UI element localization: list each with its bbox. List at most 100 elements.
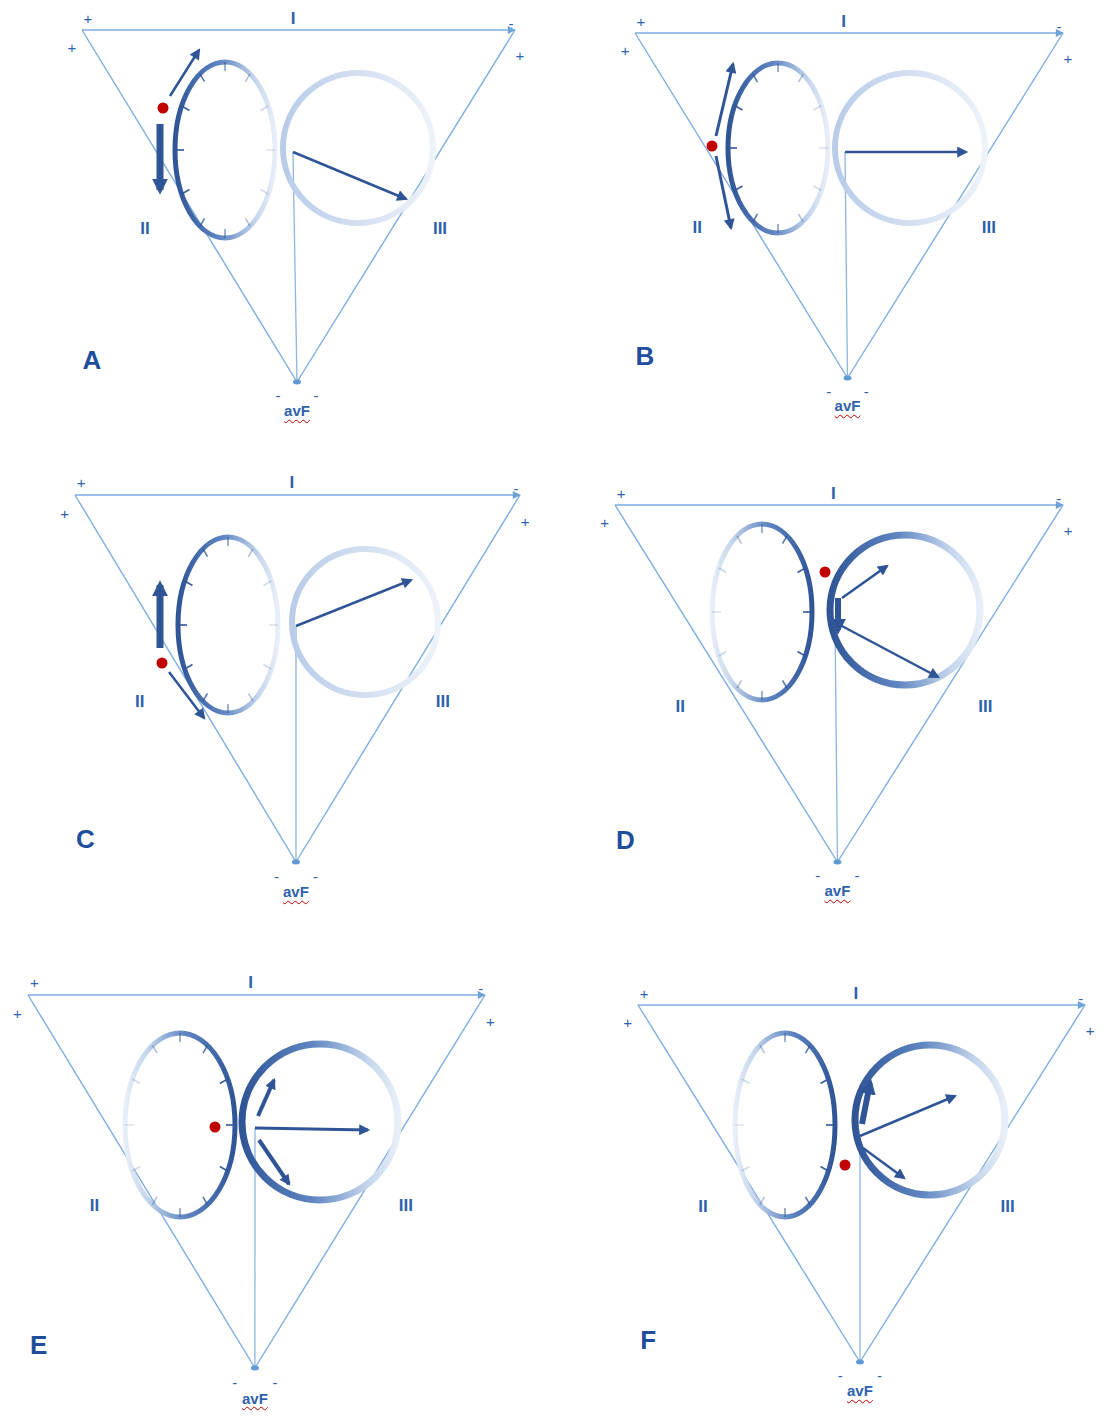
clock-tick (246, 218, 251, 226)
einthoven-triangle (82, 30, 515, 382)
panel-letter: E (30, 1332, 47, 1358)
clock-tick (712, 611, 721, 613)
plus-sign: + (516, 48, 525, 63)
lead-label: III (978, 697, 992, 714)
clock-tick (803, 611, 812, 613)
plus-sign: + (13, 1006, 22, 1021)
plus-sign: + (623, 1015, 632, 1030)
vertex-dot (856, 1360, 864, 1365)
lead-label: avF (242, 1390, 268, 1405)
vector-arrow (296, 580, 411, 626)
lead-label: avF (284, 403, 310, 418)
vertex-dot (844, 376, 852, 381)
vertex-dot (293, 380, 301, 385)
plus-sign: + (84, 11, 93, 26)
clock-tick (185, 581, 193, 586)
minus-sign: - (272, 1374, 277, 1389)
clock-tick (777, 224, 779, 233)
panel-drawing (638, 1005, 1085, 1365)
vertex-dot (833, 860, 841, 865)
lead-label: III (399, 1196, 413, 1213)
vector-circle (830, 535, 980, 685)
red-dot (707, 141, 718, 152)
plus-sign: + (621, 42, 630, 57)
vector-arrow (259, 1140, 289, 1184)
clock-tick (761, 691, 763, 700)
einthoven-triangle (75, 495, 520, 862)
einthoven-triangle (638, 1005, 1085, 1362)
clock-tick (185, 665, 193, 670)
minus-sign: - (826, 383, 831, 398)
plus-sign: + (60, 505, 69, 520)
panel-drawing (615, 505, 1063, 865)
vector-arrow (157, 124, 164, 190)
clock-tick (227, 704, 229, 713)
minus-sign: - (1057, 19, 1062, 34)
clock-tick (249, 549, 254, 557)
panel-letter: D (616, 827, 635, 853)
panel-letter: B (635, 343, 654, 369)
clock-tick (220, 1079, 228, 1084)
clock-tick (249, 693, 254, 701)
clock-ellipse (178, 537, 278, 713)
panel-letter: C (76, 826, 95, 852)
minus-sign: - (232, 1374, 237, 1389)
lead-label: III (982, 219, 996, 236)
clock-ellipse (735, 1033, 835, 1217)
red-dot (157, 658, 168, 669)
clock-tick (799, 214, 804, 222)
red-dot (210, 1122, 221, 1133)
clock-ellipse (125, 1033, 235, 1217)
clock-tick (735, 1124, 744, 1126)
clock-tick (203, 693, 208, 701)
clock-tick (735, 106, 743, 111)
clock-tick (798, 652, 806, 657)
clock-tick (728, 147, 737, 149)
red-dot (158, 103, 169, 114)
plus-sign: + (637, 14, 646, 29)
clock-tick (799, 74, 804, 82)
vector-circle (283, 73, 433, 223)
clock-tick (153, 1197, 158, 1205)
clock-tick (784, 1208, 786, 1217)
clock-tick (220, 1167, 228, 1172)
clock-tick (719, 652, 727, 657)
plus-sign: + (68, 40, 77, 55)
clock-tick (753, 214, 758, 222)
clock-tick (821, 1167, 829, 1172)
clock-tick (784, 1033, 786, 1042)
vector-arrow (169, 672, 204, 718)
plus-sign: + (1064, 523, 1073, 538)
vector-arrow (716, 64, 733, 136)
clock-tick (179, 1208, 181, 1217)
minus-sign: - (478, 980, 483, 995)
vector-circle (835, 73, 985, 223)
lead-label: I (831, 484, 836, 501)
lead-label: III (433, 220, 447, 237)
lead-label: II (140, 220, 149, 237)
clock-tick (819, 147, 828, 149)
clock-tick (737, 536, 742, 544)
vector-arrow (840, 625, 938, 677)
clock-tick (783, 680, 788, 688)
minus-sign: - (276, 388, 281, 403)
clock-tick (203, 1197, 208, 1205)
plus-sign: + (640, 985, 649, 1000)
clock-tick (132, 1079, 140, 1084)
panel-drawing (82, 30, 515, 385)
vector-arrow (293, 152, 406, 199)
clock-tick (178, 624, 187, 626)
panel-drawing (75, 495, 520, 865)
clock-tick (806, 1045, 811, 1053)
clock-tick (261, 106, 269, 111)
minus-sign: - (274, 868, 279, 883)
clock-tick (153, 1045, 158, 1053)
clock-tick (760, 1045, 765, 1053)
clock-tick (753, 74, 758, 82)
lead-label: avF (283, 884, 309, 899)
lead-label: I (289, 474, 294, 491)
clock-tick (826, 1124, 835, 1126)
plus-sign: + (1086, 1023, 1095, 1038)
clock-ellipse (728, 63, 828, 233)
